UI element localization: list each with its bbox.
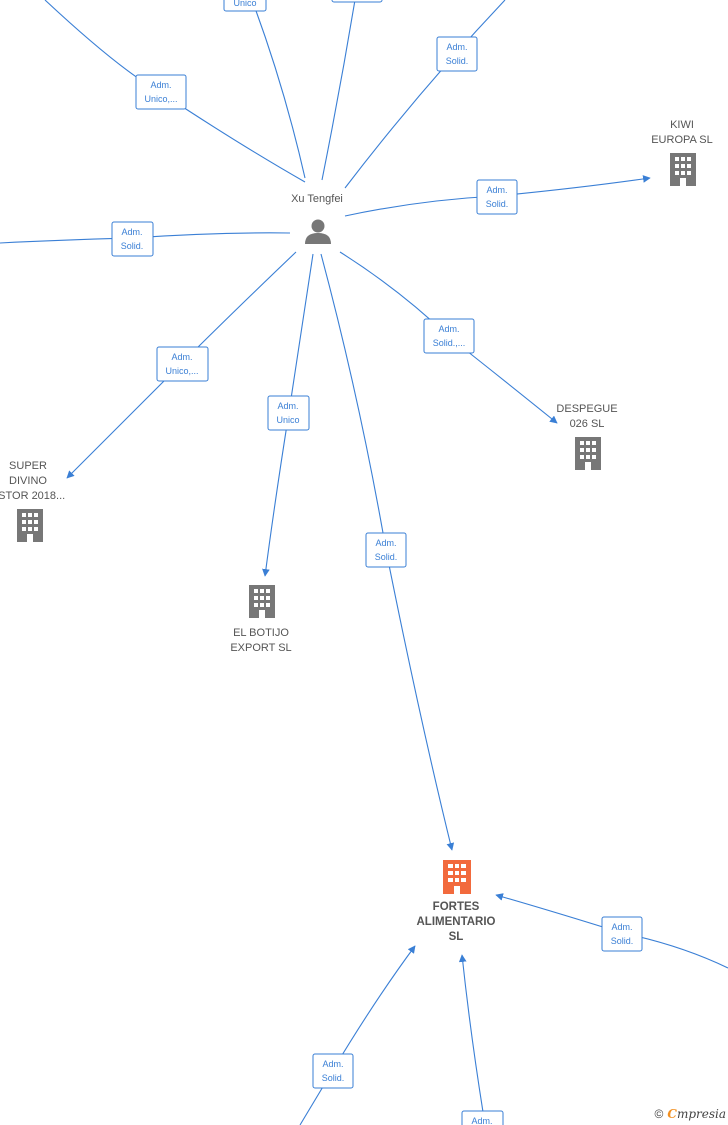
relation-label-text: Adm.	[322, 1059, 343, 1069]
relation-label-text: Adm.	[277, 401, 298, 411]
relation-label[interactable]: Adm. Unico,...	[135, 74, 187, 110]
relation-label-text: Solid.	[121, 241, 144, 251]
company-name-line: ALIMENTARIO	[416, 916, 495, 928]
relation-label-text: Solid.	[375, 552, 398, 562]
company-node-botijo[interactable]: EL BOTIJO EXPORT SL	[230, 585, 292, 654]
relation-label[interactable]: Adm. Solid.	[365, 532, 407, 568]
company-name-line: FORTES	[433, 901, 480, 913]
company-name-line: SUPER	[9, 460, 47, 472]
building-icon	[249, 585, 275, 618]
relation-label[interactable]: Adm. Solid.	[436, 36, 478, 72]
relation-label-text: Adm.	[121, 227, 142, 237]
person-node[interactable]: Xu Tengfei	[291, 193, 343, 244]
building-icon	[17, 509, 43, 542]
edge-fortes-bl	[299, 945, 416, 1125]
relation-label-text: Unico,...	[165, 366, 198, 376]
relation-labels: Unico Adm. Unico,... Adm. Solid. Adm. So…	[111, 0, 643, 1125]
relation-label[interactable]: Adm.	[461, 1110, 504, 1125]
building-icon	[670, 153, 696, 186]
relation-label-text: Adm.	[150, 80, 171, 90]
edge-top-unico	[254, 7, 306, 179]
company-node-fortes[interactable]: FORTES ALIMENTARIO SL	[416, 860, 496, 943]
relation-label-text: Adm.	[611, 922, 632, 932]
edge-top-center	[321, 0, 356, 181]
relation-label[interactable]: Adm. Unico,...	[156, 346, 209, 382]
building-icon	[443, 860, 471, 894]
relation-label[interactable]	[331, 0, 383, 3]
company-name-line: SL	[449, 931, 464, 943]
relation-label-text: Solid.	[486, 199, 509, 209]
company-node-super[interactable]: SUPER DIVINO ASTOR 2018...	[0, 460, 65, 542]
relation-label-text: Unico	[233, 0, 256, 8]
edge-fortes-bottom	[458, 954, 484, 1113]
relation-label-text: Adm.	[486, 185, 507, 195]
empresia-logo: Cmpresia	[667, 1107, 726, 1121]
relation-label-text: Adm.	[171, 352, 192, 362]
company-name-line: EL BOTIJO	[233, 627, 289, 639]
company-node-despegue[interactable]: DESPEGUE 026 SL	[556, 403, 618, 470]
relation-label-text: Solid.	[446, 56, 469, 66]
relation-label[interactable]: Adm. Solid.	[312, 1053, 354, 1089]
company-name-line: DIVINO	[9, 475, 47, 487]
relation-label-text: Solid.	[322, 1073, 345, 1083]
relation-label-text: Unico	[276, 415, 299, 425]
relation-label[interactable]: Unico	[223, 0, 267, 12]
relation-label[interactable]: Adm. Solid.	[111, 221, 154, 257]
company-name-line: 026 SL	[570, 418, 605, 430]
company-node-kiwi[interactable]: KIWI EUROPA SL	[651, 119, 713, 186]
relation-label-text: Adm.	[471, 1116, 492, 1125]
relation-label-text: Unico,...	[144, 94, 177, 104]
relation-label-text: Solid.,...	[433, 338, 466, 348]
person-name: Xu Tengfei	[291, 193, 343, 205]
company-name-line: EXPORT SL	[230, 642, 291, 654]
relation-label[interactable]: Adm. Solid.	[601, 916, 643, 952]
company-name-line: ASTOR 2018...	[0, 490, 65, 502]
edge-top-right	[344, 0, 506, 189]
brand-initial: C	[667, 1107, 677, 1121]
relation-label-text: Solid.	[611, 936, 634, 946]
relation-label[interactable]: Adm. Unico	[267, 395, 310, 431]
copyright-footer[interactable]: © Cmpresia	[655, 1107, 726, 1121]
copyright-symbol: ©	[654, 1107, 664, 1121]
person-icon	[305, 219, 331, 244]
relation-label-text: Adm.	[438, 324, 459, 334]
relation-label[interactable]: Adm. Solid.	[476, 179, 518, 215]
company-name-line: KIWI	[670, 119, 694, 131]
relation-label-text: Adm.	[375, 538, 396, 548]
relation-label[interactable]: Adm. Solid.,...	[423, 318, 475, 354]
company-name-line: DESPEGUE	[556, 403, 617, 415]
relation-label-text: Adm.	[446, 42, 467, 52]
brand-name: mpresia	[676, 1107, 726, 1121]
company-name-line: EUROPA SL	[651, 134, 713, 146]
building-icon	[575, 437, 601, 470]
